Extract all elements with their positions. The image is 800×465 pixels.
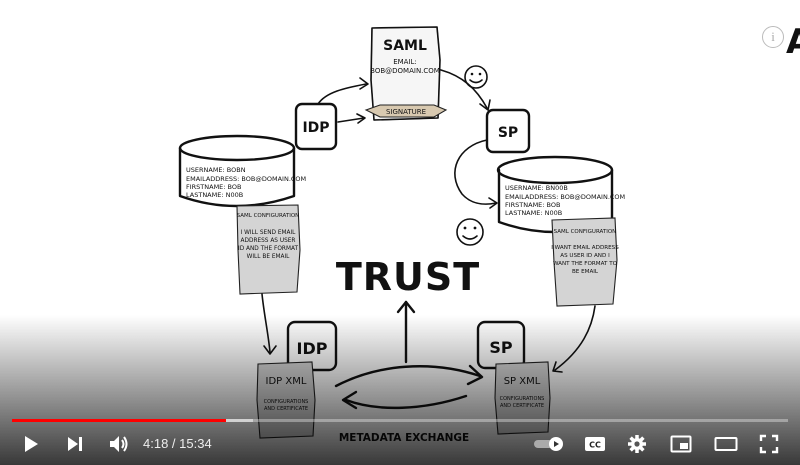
theater-mode-button[interactable] xyxy=(708,426,744,462)
idp-config-line: ADDRESS AS USER xyxy=(241,238,296,244)
idp-top-label: IDP xyxy=(302,120,329,136)
saml-title: SAML xyxy=(383,38,427,54)
trust-arrow xyxy=(396,300,416,364)
idp-xml-title: IDP XML xyxy=(266,376,307,387)
idp-bottom-label: IDP xyxy=(297,339,328,358)
captions-icon: CC xyxy=(585,437,605,451)
progress-bar[interactable] xyxy=(12,419,788,422)
miniplayer-button[interactable] xyxy=(664,426,698,462)
autoplay-toggle-icon xyxy=(534,437,563,451)
idp-db-line: LASTNAME: N00B xyxy=(186,191,243,199)
sp-db-line: USERNAME: BN00B xyxy=(505,184,568,192)
idp-config-line: I WILL SEND EMAIL xyxy=(241,230,297,236)
config-to-xml-arrows xyxy=(261,293,596,373)
sp-config-title: SAML CONFIGURATION xyxy=(554,229,617,235)
idp-config-line: WILL BE EMAIL xyxy=(247,254,291,260)
idp-config-line: ID AND THE FORMAT xyxy=(238,246,298,252)
settings-gear-icon xyxy=(628,435,646,453)
smiley-top xyxy=(464,65,488,89)
trust-label: TRUST xyxy=(336,255,480,299)
sp-config-line: WANT THE FORMAT TO xyxy=(553,261,618,267)
sp-top-box: SP xyxy=(485,108,531,154)
svg-text:CC: CC xyxy=(589,441,601,450)
captions-button[interactable]: CC xyxy=(578,426,612,462)
sp-config-line: AS USER ID AND I xyxy=(560,253,610,259)
player-controls: 4:18 / 15:34 CC xyxy=(0,426,800,462)
sp-bottom-label: SP xyxy=(489,338,513,357)
idp-saml-config-note: SAML CONFIGURATION I WILL SEND EMAIL ADD… xyxy=(236,204,301,295)
play-button[interactable] xyxy=(14,426,48,462)
sp-xml-line: AND CERTIFICATE xyxy=(500,403,544,409)
mute-button[interactable] xyxy=(102,426,136,462)
idp-xml-line: AND CERTIFICATE xyxy=(264,406,308,412)
theater-mode-icon xyxy=(714,437,738,451)
idp-db-line: EMAILADDRESS: BOB@DOMAIN.COM xyxy=(186,175,306,183)
sp-config-line: BE EMAIL xyxy=(572,269,599,275)
idp-top-box: IDP xyxy=(294,102,338,151)
sp-saml-config-note: SAML CONFIGURATION I WANT EMAIL ADDRESS … xyxy=(551,217,619,307)
corner-glyph: A xyxy=(786,22,800,62)
sp-bottom-box: SP xyxy=(476,320,526,370)
idp-db-line: USERNAME: BOBN xyxy=(186,166,246,174)
buffered-range xyxy=(226,419,253,422)
idp-xml-line: CONFIGURATIONS xyxy=(264,399,309,405)
saml-assertion-document: SAML EMAIL: BOB@DOMAIN.COM SIGNATURE xyxy=(364,26,448,121)
sp-top-label: SP xyxy=(498,125,518,141)
sp-db-line: FIRSTNAME: BOB xyxy=(505,201,560,209)
metadata-exchange-arrows xyxy=(334,364,484,410)
time-display: 4:18 / 15:34 xyxy=(143,436,212,451)
fullscreen-button[interactable] xyxy=(752,426,786,462)
idp-user-database: USERNAME: BOBN EMAILADDRESS: BOB@DOMAIN.… xyxy=(178,134,306,208)
autoplay-toggle[interactable] xyxy=(530,426,568,462)
play-icon xyxy=(25,436,38,452)
next-icon xyxy=(68,437,82,451)
smiley-bottom xyxy=(456,218,484,246)
fullscreen-icon xyxy=(759,434,779,454)
idp-db-line: FIRSTNAME: BOB xyxy=(186,183,241,191)
settings-button[interactable] xyxy=(620,426,654,462)
saml-email-value: BOB@DOMAIN.COM xyxy=(370,67,440,75)
info-icon[interactable]: i xyxy=(762,26,784,48)
sp-db-line: EMAILADDRESS: BOB@DOMAIN.COM xyxy=(505,193,625,201)
miniplayer-icon xyxy=(670,435,692,453)
sp-xml-line: CONFIGURATIONS xyxy=(500,396,545,402)
top-flow-arrows xyxy=(317,69,498,209)
sp-xml-document: SP XML CONFIGURATIONS AND CERTIFICATE xyxy=(494,361,551,435)
idp-config-title: SAML CONFIGURATION xyxy=(237,213,300,219)
volume-icon xyxy=(110,436,128,452)
saml-email-label: EMAIL: xyxy=(393,58,417,66)
saml-signature: SIGNATURE xyxy=(386,108,426,116)
played-range xyxy=(12,419,227,422)
sp-config-line: I WANT EMAIL ADDRESS xyxy=(551,245,619,251)
sp-db-line: LASTNAME: N00B xyxy=(505,209,562,217)
next-button[interactable] xyxy=(58,426,92,462)
sp-xml-title: SP XML xyxy=(504,376,541,387)
